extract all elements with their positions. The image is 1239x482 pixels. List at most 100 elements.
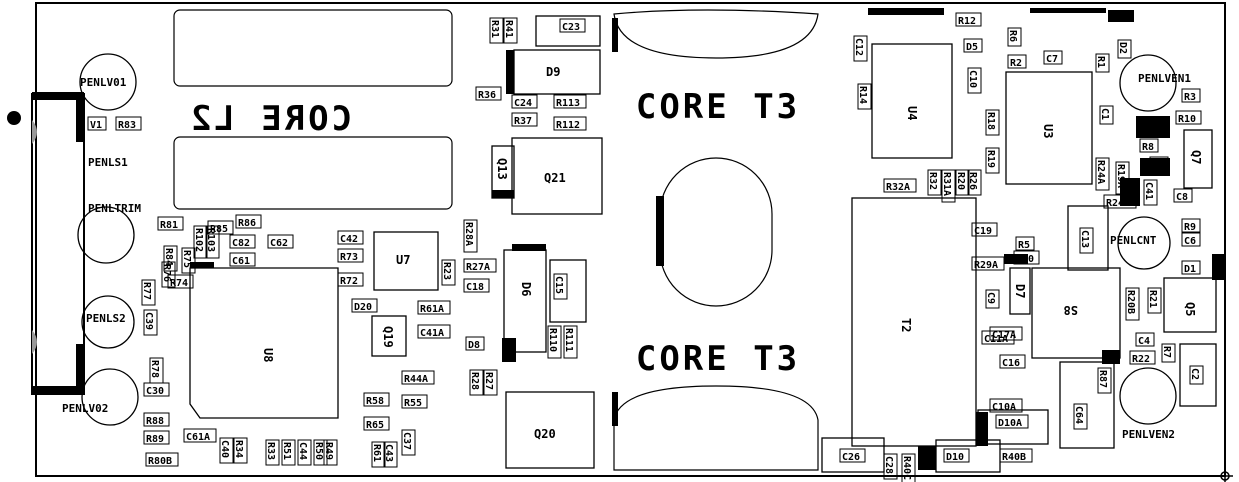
component-r73: R73 — [337, 248, 364, 263]
component-r76: R76 — [161, 261, 176, 288]
component-c17a: C17A — [989, 326, 1023, 341]
component-label: C9 — [985, 292, 996, 304]
component-label: R40C — [901, 456, 912, 480]
component-label: R72 — [340, 276, 358, 287]
component-label: R87 — [1097, 370, 1108, 388]
component-r87: R87 — [1097, 367, 1112, 394]
component-d2: D2 — [1117, 39, 1132, 59]
component-label: C64 — [1073, 406, 1084, 424]
component-label: R89 — [146, 434, 164, 445]
component-label: R32A — [886, 182, 910, 193]
component-label: C23 — [562, 22, 580, 33]
component-label: C61 — [232, 256, 250, 267]
component-r2: R2 — [1007, 54, 1027, 69]
component-label: D4 — [1152, 124, 1164, 135]
component-r21: R21 — [1147, 287, 1162, 314]
component-r51: R51 — [281, 439, 296, 466]
component-label: R61A — [420, 304, 444, 315]
component-r36: R36 — [475, 86, 502, 101]
component-label: C39 — [143, 312, 154, 330]
component-label: V1 — [90, 120, 102, 131]
component-label: R40B — [1002, 452, 1026, 463]
component-label: R65 — [366, 420, 384, 431]
component-label: R73 — [340, 252, 358, 263]
component-r113: R113 — [553, 94, 587, 109]
component-label: R55 — [404, 398, 422, 409]
component-r75: R75 — [181, 247, 196, 274]
component-label: R113 — [556, 98, 580, 109]
component-label: R20 — [955, 172, 966, 190]
component-r31: R31 — [489, 17, 504, 44]
core-t3-pad — [612, 392, 618, 426]
component-label: C4 — [1138, 336, 1150, 347]
component-label: R61 — [371, 444, 382, 462]
component-label: D20 — [354, 302, 372, 313]
component-label: R51 — [281, 442, 292, 460]
component-r84: R84 — [163, 245, 178, 272]
component-r74: R74 — [167, 274, 194, 289]
component-label: R19 — [985, 150, 996, 168]
component-label: R110 — [547, 328, 558, 352]
component-label: C28 — [883, 456, 894, 474]
chip-s8: S8 — [1064, 303, 1078, 317]
component-d10a: D10A — [995, 414, 1029, 429]
component-label: R20B — [1125, 290, 1136, 314]
component-label: C13 — [1079, 230, 1090, 248]
tp-penlven2: PENLVEN2 — [1122, 428, 1175, 441]
component-r27a: R27A — [463, 258, 497, 273]
component-c1: C1 — [1099, 105, 1114, 125]
component-r37: R37 — [511, 112, 538, 127]
component-r28: R28 — [469, 369, 484, 396]
component-label: C41 — [1143, 182, 1154, 200]
component-c10a: C10A — [989, 398, 1023, 413]
component-label: C10 — [967, 70, 978, 88]
component-label: D10 — [946, 452, 964, 463]
component-r78: R78 — [149, 357, 164, 384]
component-label: R26 — [967, 172, 978, 190]
component-c19: C19 — [971, 222, 998, 237]
component-r40c: R40C — [901, 453, 916, 482]
component-label: D3 — [1152, 160, 1164, 171]
component-r27: R27 — [483, 369, 498, 396]
tp-penls2: PENLS2 — [86, 312, 126, 325]
chip-q5: Q5 — [1183, 302, 1197, 316]
corner-mark — [1217, 468, 1233, 482]
component-label: C37 — [401, 432, 412, 450]
component-label: D2 — [1117, 42, 1128, 54]
component-r8: R8 — [1139, 138, 1159, 153]
component-label: C6 — [1184, 236, 1196, 247]
component-label: R77 — [141, 282, 152, 300]
component-label: R10 — [1178, 114, 1196, 125]
component-label: R80B — [148, 456, 172, 467]
component-label: D5 — [966, 42, 978, 53]
component-r112: R112 — [553, 116, 587, 131]
component-label: R19A — [1115, 164, 1126, 188]
chip-d6: D6 — [519, 282, 533, 296]
component-r83: R83 — [115, 116, 142, 131]
component-c4: C4 — [1135, 332, 1155, 347]
component-label: R28 — [469, 372, 480, 390]
component-c82: C82 — [229, 234, 256, 249]
component-label: R83 — [118, 120, 136, 131]
component-c15: C15 — [553, 273, 568, 300]
component-c16: C16 — [999, 354, 1026, 369]
component-label: R21 — [1147, 290, 1158, 308]
component-c6: C6 — [1181, 232, 1201, 247]
component-label: C44 — [297, 442, 308, 460]
component-c40: C40 — [219, 437, 234, 464]
component-c28: C28 — [883, 453, 898, 480]
component-label: R30 — [1016, 254, 1034, 265]
component-r30: R30 — [1013, 250, 1040, 265]
component-r28a: R28A — [463, 219, 478, 253]
component-d5: D5 — [963, 38, 983, 53]
component-c18: C18 — [463, 278, 490, 293]
component-r1: R1 — [1095, 53, 1110, 73]
component-r44a: R44A — [401, 370, 435, 385]
component-r55: R55 — [401, 394, 428, 409]
component-r89: R89 — [143, 430, 170, 445]
component-label: R27 — [483, 372, 494, 390]
core-t3-pad — [656, 196, 664, 266]
component-c62: C62 — [267, 234, 294, 249]
component-c61: C61 — [229, 252, 256, 267]
component-label: C30 — [146, 386, 164, 397]
